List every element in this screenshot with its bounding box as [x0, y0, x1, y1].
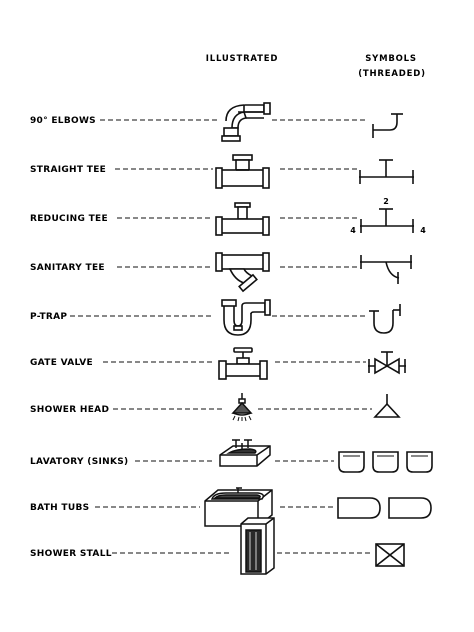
label-shower-head: SHOWER HEAD — [30, 405, 109, 415]
symbol-shower-head — [373, 394, 401, 418]
symbol-lavatory-1 — [338, 451, 365, 473]
header-symbols: SYMBOLS — [365, 54, 417, 64]
illustration-lavatory — [219, 439, 271, 467]
illustration-90-elbow — [221, 102, 271, 142]
label-p-trap: P-TRAP — [30, 312, 67, 322]
illustration-straight-tee — [215, 154, 270, 189]
illustration-reducing-tee — [215, 202, 270, 236]
illustration-p-trap — [221, 299, 271, 336]
illustration-bathtub — [204, 487, 273, 527]
leader-lines-right — [258, 119, 372, 554]
illustration-shower-stall — [240, 517, 275, 575]
leader-lines-left — [70, 119, 230, 554]
symbol-bathtub-2 — [388, 497, 432, 519]
symbol-sanitary-tee — [360, 255, 412, 284]
header-threaded: (THREADED) — [358, 69, 426, 79]
illustration-shower-head — [231, 393, 253, 422]
header-illustrated: ILLUSTRATED — [206, 54, 278, 64]
reducing-tee-number-top: 2 — [383, 197, 389, 206]
label-gate-valve: GATE VALVE — [30, 358, 93, 368]
reducing-tee-number-right: 4 — [420, 226, 426, 235]
label-straight-tee: STRAIGHT TEE — [30, 165, 106, 175]
symbol-90-elbow — [372, 113, 403, 138]
label-sanitary-tee: SANITARY TEE — [30, 263, 105, 273]
symbol-lavatory-3 — [406, 451, 433, 473]
label-lavatory-sinks: LAVATORY (SINKS) — [30, 457, 128, 467]
symbol-shower-stall — [375, 543, 405, 567]
symbol-lavatory — [338, 451, 433, 473]
symbol-reducing-tee — [360, 208, 414, 233]
label-reducing-tee: REDUCING TEE — [30, 214, 108, 224]
illustration-sanitary-tee — [215, 252, 270, 293]
label-bath-tubs: BATH TUBS — [30, 503, 89, 513]
symbol-gate-valve — [368, 351, 406, 375]
label-shower-stall: SHOWER STALL — [30, 549, 112, 559]
illustration-gate-valve — [218, 347, 268, 380]
symbol-straight-tee — [359, 159, 414, 184]
symbol-p-trap — [369, 304, 401, 334]
symbol-lavatory-2 — [372, 451, 399, 473]
reducing-tee-number-left: 4 — [350, 226, 356, 235]
symbol-bathtub — [337, 497, 432, 519]
symbol-bathtub-1 — [337, 497, 381, 519]
label-90-elbows: 90° ELBOWS — [30, 116, 96, 126]
